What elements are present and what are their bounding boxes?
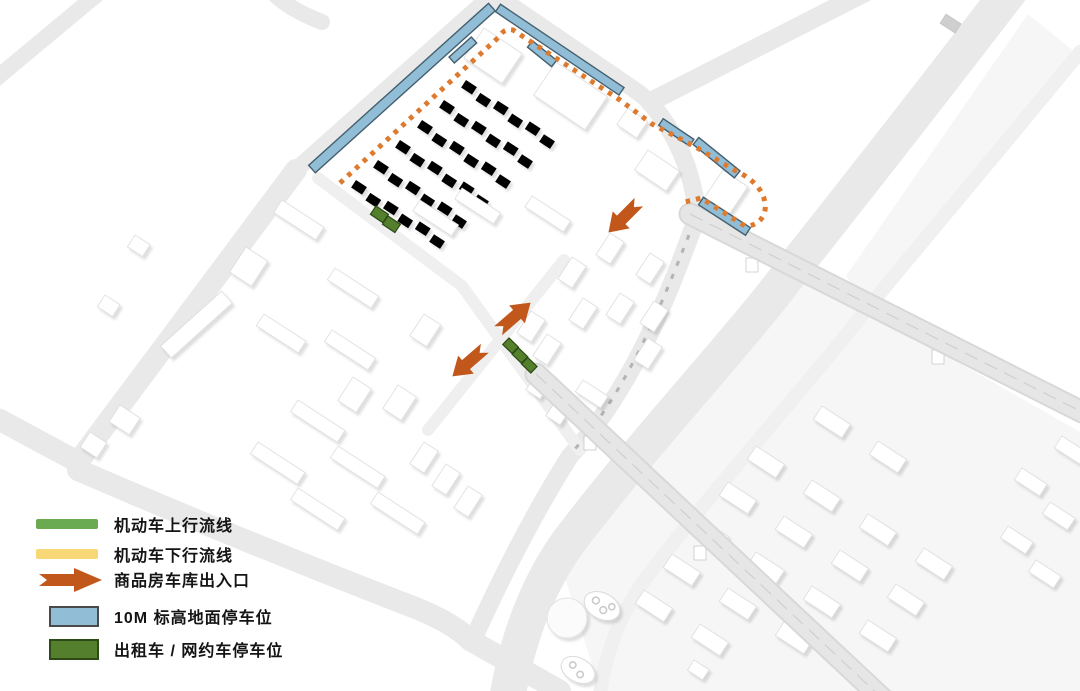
legend-item-parking-10m: 10M 标高地面停车位	[36, 604, 273, 628]
landscape-objects	[546, 590, 621, 685]
legend-label: 机动车上行流线	[114, 518, 234, 535]
legend-item-garage-entrance: 商品房车库出入口	[36, 567, 251, 592]
legend-item-motor-down-flow: 机动车下行流线	[36, 542, 233, 566]
utility-block	[939, 13, 962, 34]
building-cluster-south-rows	[79, 399, 483, 535]
building-cluster-podiums	[463, 27, 749, 216]
building-cluster-east-edge	[999, 435, 1080, 589]
sculpture-object	[583, 590, 621, 622]
parking-strips-10m	[307, 2, 752, 237]
up-flow-swatch	[36, 519, 114, 529]
taxi-parking-marker-1	[369, 205, 402, 234]
sculpture-object	[560, 655, 596, 685]
parking-strip-10m-1	[307, 2, 497, 174]
garage-boundary-dotted-line	[338, 27, 768, 229]
legend-label: 商品房车库出入口	[114, 573, 251, 590]
legend-label: 机动车下行流线	[114, 548, 234, 565]
taxi-parking-marker-2	[501, 337, 538, 374]
building-cluster-midrise-center	[412, 187, 669, 426]
parking-10m-swatch	[36, 605, 114, 627]
legend-item-taxi-parking: 出租车 / 网约车停车位	[36, 637, 283, 661]
garage-arrow-icon	[39, 568, 102, 592]
elevated-expressways	[524, 202, 1080, 691]
parking-strip-10m-3	[448, 36, 478, 65]
legend-label: 出租车 / 网约车停车位	[114, 643, 284, 660]
legend-label: 10M 标高地面停车位	[114, 610, 273, 627]
taxi-parking-markers	[369, 205, 538, 374]
building-cluster-midrise-west	[96, 199, 442, 422]
down-flow-swatch	[36, 549, 114, 559]
parking-strip-10m-2	[494, 3, 626, 97]
round-plaza	[546, 597, 588, 639]
legend-item-motor-up-flow: 机动车上行流线	[36, 512, 233, 536]
ground-parcels	[60, 5, 1080, 691]
taxi-parking-swatch	[36, 638, 114, 660]
